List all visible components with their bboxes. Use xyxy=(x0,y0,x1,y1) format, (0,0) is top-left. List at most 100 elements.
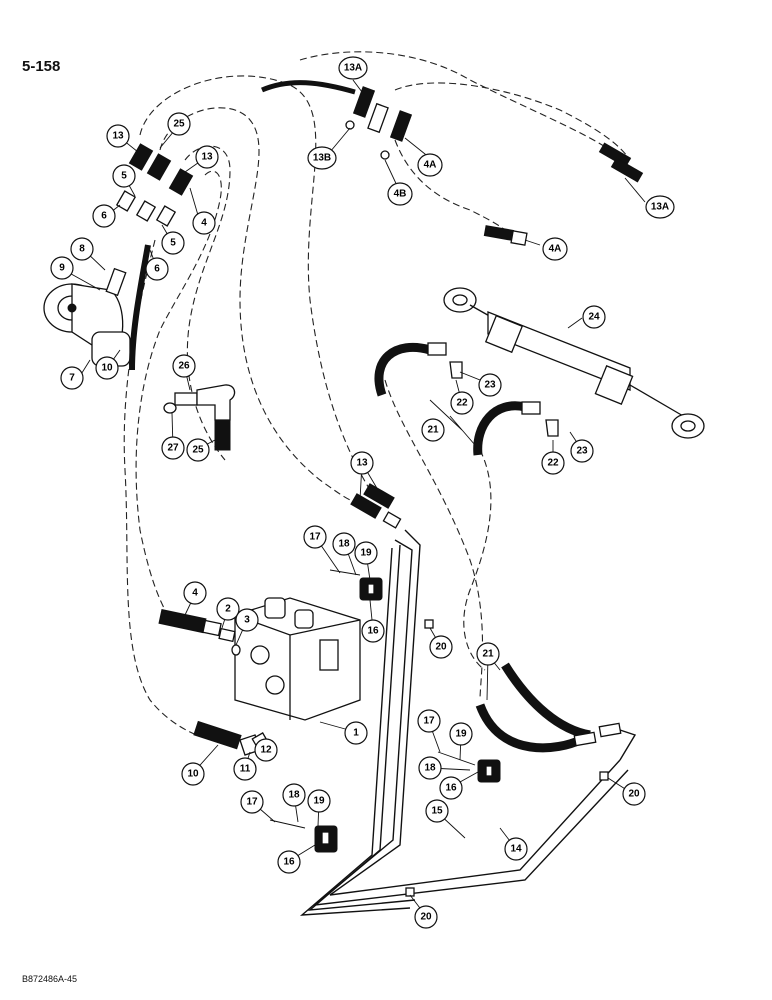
svg-text:13: 13 xyxy=(356,458,368,469)
callout-11: 11 xyxy=(233,757,257,781)
callout-15: 15 xyxy=(425,799,449,823)
callout-3: 3 xyxy=(235,608,259,632)
top-fittings-cluster xyxy=(345,86,413,160)
svg-text:5: 5 xyxy=(170,238,176,249)
svg-text:25: 25 xyxy=(173,119,185,130)
lower-hose-21-b xyxy=(501,662,591,740)
fitting-4a xyxy=(483,225,528,246)
svg-text:1: 1 xyxy=(353,728,359,739)
svg-text:10: 10 xyxy=(101,363,113,374)
callout-6-mid: 6 xyxy=(145,257,169,281)
svg-text:6: 6 xyxy=(154,264,160,275)
bolt-17-low xyxy=(269,819,306,829)
svg-text:4A: 4A xyxy=(549,244,562,255)
callout-4b: 4B xyxy=(387,182,413,206)
svg-text:17: 17 xyxy=(246,797,258,808)
callout-16-low: 16 xyxy=(277,850,301,874)
left-fittings-cluster xyxy=(105,143,194,371)
callout-1: 1 xyxy=(344,721,368,745)
callout-20-right: 20 xyxy=(622,782,646,806)
svg-text:19: 19 xyxy=(360,548,372,559)
callout-18-mid: 18 xyxy=(418,756,442,780)
cylinder-hose-lower xyxy=(473,401,527,456)
svg-text:24: 24 xyxy=(588,312,600,323)
elbow-22-lower xyxy=(545,419,559,437)
elbow-22-upper xyxy=(449,361,463,379)
svg-text:17: 17 xyxy=(423,716,435,727)
svg-text:15: 15 xyxy=(431,806,443,817)
clamp-16-mid xyxy=(477,759,501,783)
callout-7: 7 xyxy=(60,366,84,390)
svg-text:14: 14 xyxy=(510,844,522,855)
nut-20-bottom xyxy=(405,887,415,897)
svg-text:19: 19 xyxy=(455,729,467,740)
callout-6-left: 6 xyxy=(92,204,116,228)
lower-hose-end-b xyxy=(598,722,622,738)
svg-text:9: 9 xyxy=(59,263,65,274)
figure-code: B872486A-45 xyxy=(22,974,78,984)
control-valve-block xyxy=(234,597,361,721)
callout-27: 27 xyxy=(161,436,185,460)
svg-text:3: 3 xyxy=(244,615,250,626)
callout-21-top: 21 xyxy=(421,418,445,442)
callout-4-low: 4 xyxy=(183,581,207,605)
svg-text:21: 21 xyxy=(482,649,494,660)
callout-26: 26 xyxy=(172,354,196,378)
callout-18-low: 18 xyxy=(282,783,306,807)
svg-text:20: 20 xyxy=(628,789,640,800)
callout-24: 24 xyxy=(582,305,606,329)
callout-12: 12 xyxy=(254,738,278,762)
steel-tubes xyxy=(299,529,637,916)
callout-17-low: 17 xyxy=(240,790,264,814)
clamp-16-top xyxy=(359,577,383,601)
callout-16-mid: 16 xyxy=(439,776,463,800)
nut-20-right xyxy=(599,771,609,781)
svg-text:5: 5 xyxy=(121,171,127,182)
svg-text:8: 8 xyxy=(79,244,85,255)
svg-text:17: 17 xyxy=(309,532,321,543)
callout-9: 9 xyxy=(50,256,74,280)
callout-10-top: 10 xyxy=(95,356,119,380)
lower-hose-end-a xyxy=(573,731,597,747)
svg-text:23: 23 xyxy=(576,446,588,457)
hose-end-upper xyxy=(427,342,447,356)
svg-text:13A: 13A xyxy=(651,202,669,213)
svg-text:13B: 13B xyxy=(313,153,331,164)
callout-13-left: 13 xyxy=(106,124,130,148)
svg-text:2: 2 xyxy=(225,604,231,615)
callout-20-bottom: 20 xyxy=(414,905,438,929)
hose-end-lower xyxy=(521,401,541,415)
svg-text:22: 22 xyxy=(547,458,559,469)
svg-text:16: 16 xyxy=(445,783,457,794)
svg-text:7: 7 xyxy=(69,373,75,384)
callout-25-low: 25 xyxy=(186,438,210,462)
callout-18-top: 18 xyxy=(332,532,356,556)
callout-4a-top: 4A xyxy=(417,153,443,177)
callout-19-top: 19 xyxy=(354,541,378,565)
svg-text:13A: 13A xyxy=(344,63,362,74)
callout-22-top: 22 xyxy=(450,391,474,415)
nut-20-top xyxy=(424,619,434,629)
svg-text:21: 21 xyxy=(427,425,439,436)
svg-text:13: 13 xyxy=(201,152,213,163)
callout-22-low: 22 xyxy=(541,451,565,475)
callout-25-top: 25 xyxy=(167,112,191,136)
callout-5-left: 5 xyxy=(112,164,136,188)
svg-text:16: 16 xyxy=(367,626,379,637)
callout-4-top: 4 xyxy=(192,211,216,235)
callout-20-top: 20 xyxy=(429,635,453,659)
callout-21-low: 21 xyxy=(476,642,500,666)
hydraulic-cylinder xyxy=(443,287,705,439)
callout-10-low: 10 xyxy=(181,762,205,786)
lower-13-fittings xyxy=(350,483,402,529)
svg-text:23: 23 xyxy=(484,380,496,391)
callout-23-top: 23 xyxy=(478,373,502,397)
svg-text:16: 16 xyxy=(283,857,295,868)
elbow-fitting-26 xyxy=(163,384,236,451)
svg-text:19: 19 xyxy=(313,796,325,807)
svg-text:10: 10 xyxy=(187,769,199,780)
right-top-fittings xyxy=(598,142,644,183)
svg-text:18: 18 xyxy=(424,763,436,774)
svg-text:4B: 4B xyxy=(394,189,407,200)
